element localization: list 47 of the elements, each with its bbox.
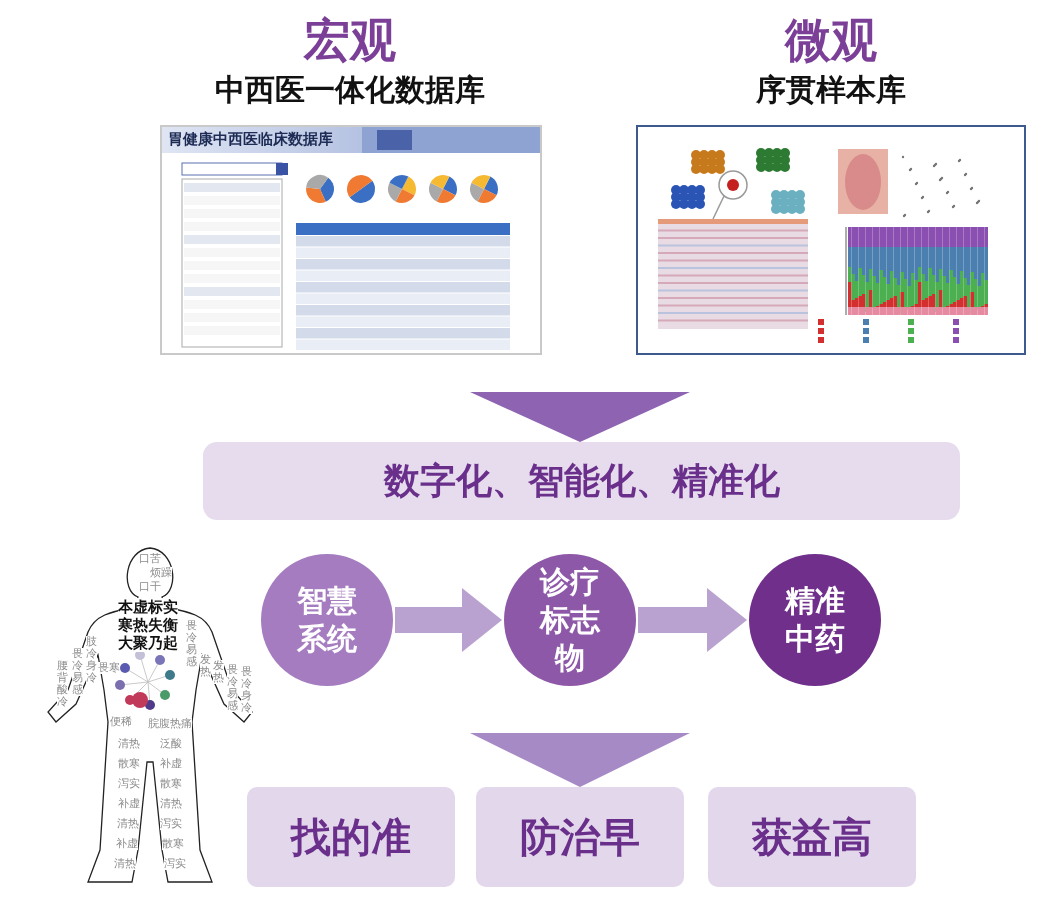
body-annotation: 泻实	[118, 778, 140, 790]
body-annotation: 腰背酸冷	[57, 660, 68, 708]
body-annotation: 散寒	[162, 838, 184, 850]
body-annotation: 泛酸	[160, 738, 182, 750]
body-annotation: 畏冷易感	[72, 648, 83, 696]
heading: 宏观	[302, 15, 397, 65]
body-annotation: 补虚	[160, 758, 182, 770]
body-annotation: 补虚	[118, 798, 140, 810]
stage-circle: 诊疗标志物	[504, 554, 636, 686]
app-title: 胃健康中西医临床数据库	[168, 129, 333, 149]
principle-text: 本虚标实	[118, 598, 178, 616]
stage-circle: 精准中药	[749, 554, 881, 686]
body-annotation: 口干	[139, 581, 161, 593]
body-annotation: 烦躁	[150, 567, 172, 579]
body-annotation: 散寒	[160, 778, 182, 790]
block-arrow	[395, 588, 502, 652]
body-annotation: 发热	[200, 654, 211, 678]
heading: 微观	[783, 15, 878, 65]
body-annotation: 口苦	[139, 553, 161, 565]
body-annotation: 补虚	[116, 838, 138, 850]
body-annotation: 泻实	[160, 818, 182, 830]
subheading: 中西医一体化数据库	[214, 73, 486, 107]
principle-text: 大聚乃起	[118, 634, 178, 652]
banner: 数字化、智能化、精准化	[203, 442, 960, 520]
body-annotation: 脘腹热痛	[148, 718, 192, 730]
body-annotation: 清热	[117, 818, 139, 830]
body-annotation: 畏冷身冷	[241, 666, 252, 714]
body-annotation: 肢冷身冷	[86, 636, 97, 684]
outcome-box: 找的准	[247, 787, 455, 887]
body-annotation: 散寒	[118, 758, 140, 770]
body-annotation: 清热	[118, 738, 140, 750]
body-annotation: 畏冷易感	[227, 664, 238, 712]
body-annotation: 便稀	[110, 716, 132, 728]
principle-text: 寒热失衡	[118, 616, 178, 634]
body-annotation: 清热	[114, 858, 136, 870]
body-annotation: 清热	[160, 798, 182, 810]
body-annotation: 发热	[213, 660, 224, 684]
chevron-arrow	[470, 733, 690, 787]
body-annotation: 泻实	[164, 858, 186, 870]
block-arrow	[638, 588, 747, 652]
chevron-arrow	[470, 392, 690, 442]
stage-circle: 智慧系统	[261, 554, 393, 686]
subheading: 序贯样本库	[755, 73, 907, 107]
outcome-box: 防治早	[476, 787, 684, 887]
body-annotation: 畏寒	[98, 662, 120, 674]
body-annotation: 畏冷易感	[186, 620, 197, 668]
outcome-box: 获益高	[708, 787, 916, 887]
